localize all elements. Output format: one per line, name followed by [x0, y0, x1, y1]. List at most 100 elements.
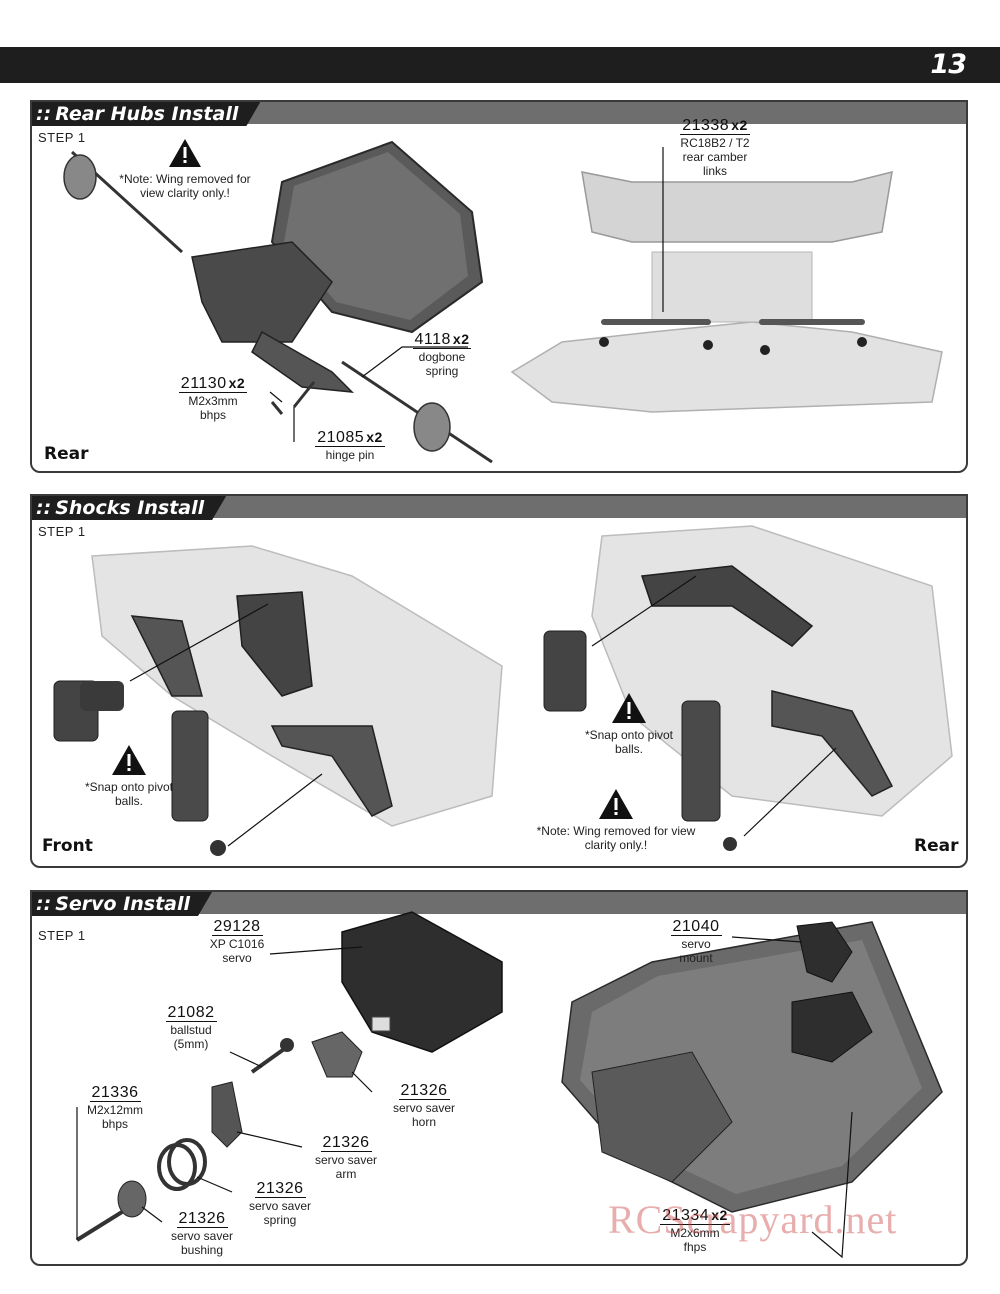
panel-title: ::Rear Hubs Install	[32, 102, 260, 126]
right-axle	[341, 360, 493, 464]
step-label: STEP 1	[38, 524, 86, 539]
link-ball	[857, 337, 867, 347]
leader-line	[227, 773, 323, 847]
part-number: 21334	[662, 1207, 710, 1224]
leader-line	[129, 603, 269, 682]
panel-title-text: Shocks Install	[55, 497, 205, 519]
right-hub	[413, 402, 451, 452]
direction-label: Rear	[914, 836, 959, 856]
part-desc: hinge pin	[325, 448, 375, 462]
part-callout: 21082 ballstud (5mm)	[150, 1004, 232, 1051]
part-number: 4118	[414, 331, 451, 348]
servo-body	[341, 911, 503, 1053]
servo-saver-bushing	[117, 1180, 147, 1218]
part-desc: servo saver horn	[392, 1101, 456, 1129]
part-qty: x2	[366, 429, 383, 445]
panel-title-text: Rear Hubs Install	[55, 103, 239, 125]
lower-arm	[251, 330, 355, 393]
page-number: 13	[930, 49, 967, 80]
part-number: 21326	[400, 1082, 448, 1099]
part-desc: M2x6mm fhps	[670, 1226, 720, 1254]
warning-text: *Snap onto pivot balls.	[84, 780, 174, 808]
rear-lower-arm	[771, 690, 894, 797]
servo-panel: ::Servo Install STEP 1	[30, 890, 968, 1266]
part-desc: ballstud (5mm)	[170, 1023, 212, 1051]
part-number: 21336	[91, 1084, 139, 1101]
part-desc: XP C1016 servo	[209, 937, 265, 965]
leader-line	[811, 1111, 853, 1259]
link-ball	[703, 340, 713, 350]
shock-tower-ghost	[651, 251, 813, 323]
part-number: 21326	[178, 1210, 226, 1227]
part-callout: 21040 servo mount	[656, 918, 736, 965]
part-qty: x2	[452, 331, 470, 347]
hinge-pin	[292, 381, 316, 408]
warning-text: *Note: Wing removed for view clarity onl…	[119, 172, 251, 200]
leader-line	[591, 575, 697, 647]
chassis-plate-inner	[284, 152, 468, 320]
servo-output	[371, 1016, 391, 1032]
part-callout: 21336 M2x12mm bhps	[70, 1084, 160, 1132]
link-ball	[599, 337, 609, 347]
warning-text: *Snap onto pivot balls.	[584, 728, 674, 756]
part-qty: x2	[731, 117, 748, 133]
part-desc: servo saver arm	[314, 1153, 378, 1181]
left-hub	[63, 154, 97, 200]
bhps-screw	[270, 401, 284, 415]
servo-mount	[796, 921, 853, 983]
rear-shock-right	[681, 700, 737, 851]
servo-saver-arm	[211, 1081, 243, 1148]
rear-chassis-ghost	[591, 525, 953, 817]
bhps-screw	[75, 1210, 124, 1242]
part-desc: M2x3mm bhps	[188, 394, 238, 422]
front-lower-arm	[270, 725, 393, 817]
ballstud	[250, 1045, 289, 1074]
part-callout: 21326 servo saver bushing	[154, 1210, 250, 1258]
watermark-text: RCScrapyard.net	[608, 1197, 898, 1242]
part-number: 21085	[317, 429, 365, 446]
panel-header-strip	[32, 102, 966, 124]
servo-saver-horn	[311, 1031, 363, 1078]
leader-line	[743, 747, 837, 837]
part-number: 21082	[167, 1004, 215, 1021]
front-arm-left	[130, 615, 203, 697]
warning-text: *Note: Wing removed for view clarity onl…	[536, 824, 696, 852]
leader-line	[141, 1206, 163, 1223]
part-number: 21326	[322, 1134, 370, 1151]
page-header-bar: 13	[0, 47, 1000, 83]
part-number: 21326	[256, 1180, 304, 1197]
rear-wing	[581, 170, 893, 243]
part-desc: servo mount	[679, 937, 713, 965]
rear-shock-left	[543, 630, 587, 712]
front-shock-right	[171, 710, 226, 856]
front-shock-tower	[236, 591, 313, 697]
step-label: STEP 1	[38, 928, 86, 943]
warning-note: *Note: Wing removed for view clarity onl…	[535, 788, 697, 852]
servo-saver-spring	[157, 1138, 207, 1191]
rear-chassis-ghost	[510, 321, 943, 413]
rear-hubs-illustration	[63, 140, 943, 464]
panel-title: ::Servo Install	[32, 892, 212, 916]
leader-line	[196, 1176, 233, 1193]
leader-line	[269, 946, 363, 955]
link-ball	[760, 345, 770, 355]
part-desc: servo saver spring	[248, 1199, 312, 1227]
part-desc: RC18B2 / T2 rear camber links	[680, 136, 750, 178]
leader-line	[731, 936, 803, 943]
part-number: 21040	[672, 918, 720, 935]
part-callout: 21326 servo saver arm	[298, 1134, 394, 1182]
front-shock-left	[53, 680, 124, 742]
servo-installed	[791, 991, 873, 1063]
warning-icon	[112, 745, 146, 775]
shocks-panel: ::Shocks Install STEP 1	[30, 494, 968, 868]
panel-title-text: Servo Install	[55, 893, 191, 915]
warning-icon	[612, 693, 646, 723]
part-desc: servo saver bushing	[170, 1229, 234, 1257]
rear-hubs-panel: ::Rear Hubs Install STEP 1	[30, 100, 968, 473]
panel-header-strip	[32, 892, 966, 914]
part-number: 29128	[213, 918, 261, 935]
part-callout: 21326 servo saver horn	[376, 1082, 472, 1130]
